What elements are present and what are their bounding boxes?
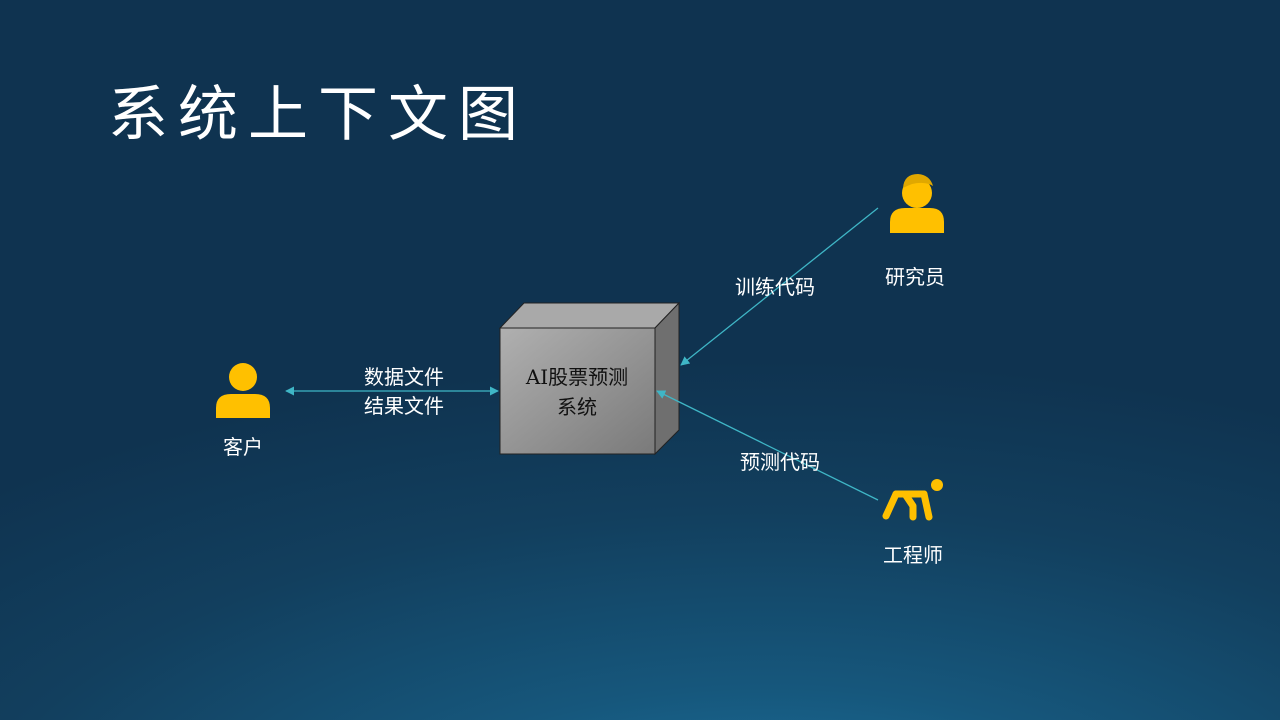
customer-flow-label: 数据文件 结果文件 [344,363,464,421]
customer-flow-line2: 结果文件 [364,394,444,418]
system-box [498,301,681,456]
engineer-connector [656,390,879,501]
researcher-flow-label: 训练代码 [735,275,815,299]
system-box-label: AI股票预测 系统 [502,362,652,422]
customer-icon [216,363,270,418]
researcher-icon [890,174,944,233]
system-box-top [498,302,681,329]
researcher-connector [680,207,879,366]
engineer-label: 工程师 [883,543,943,567]
system-box-front [499,327,656,455]
customer-flow-line1: 数据文件 [364,365,444,389]
engineer-icon [882,479,943,521]
researcher-label: 研究员 [885,265,945,289]
system-box-side [654,301,680,456]
system-name-line1: AI股票预测 [525,365,629,389]
slide-title: 系统上下文图 [108,80,528,150]
system-name-line2: 系统 [557,395,597,419]
engineer-flow-label: 预测代码 [740,450,820,474]
customer-label: 客户 [223,435,263,459]
